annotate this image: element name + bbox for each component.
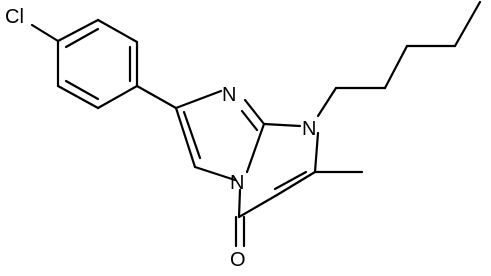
bond	[316, 86, 338, 118]
bond	[30, 23, 60, 43]
bond	[56, 18, 100, 43]
bond	[96, 84, 139, 110]
double-bond-inner	[273, 170, 308, 191]
bond	[56, 84, 100, 110]
atom-label-cl: Cl	[5, 6, 24, 28]
bond	[193, 165, 237, 182]
bond	[383, 44, 409, 90]
bond	[96, 18, 139, 44]
double-bond-inner	[240, 109, 259, 132]
bond	[245, 122, 266, 174]
bond	[237, 193, 279, 219]
imidazole-ring	[174, 89, 266, 182]
double-bond-inner	[64, 27, 100, 49]
atom-label-o: O	[230, 249, 246, 271]
bond	[313, 131, 320, 174]
bond	[174, 106, 197, 169]
atom-label-n-pentyl: N	[302, 118, 316, 140]
bond	[174, 89, 223, 110]
bond	[135, 84, 178, 110]
bond	[243, 98, 266, 126]
double-bond-inner	[182, 110, 202, 160]
atom-label-n-ring: N	[222, 84, 236, 106]
bond	[275, 170, 317, 197]
bond	[262, 122, 302, 128]
bond	[237, 188, 242, 219]
pentyl-chain	[316, 0, 482, 118]
chlorophenyl-ring	[30, 18, 139, 110]
double-bond-inner	[64, 79, 100, 101]
atom-label-n-bridge: N	[230, 172, 244, 194]
pyrimidinone-ring	[234, 122, 320, 248]
bond	[453, 0, 482, 48]
